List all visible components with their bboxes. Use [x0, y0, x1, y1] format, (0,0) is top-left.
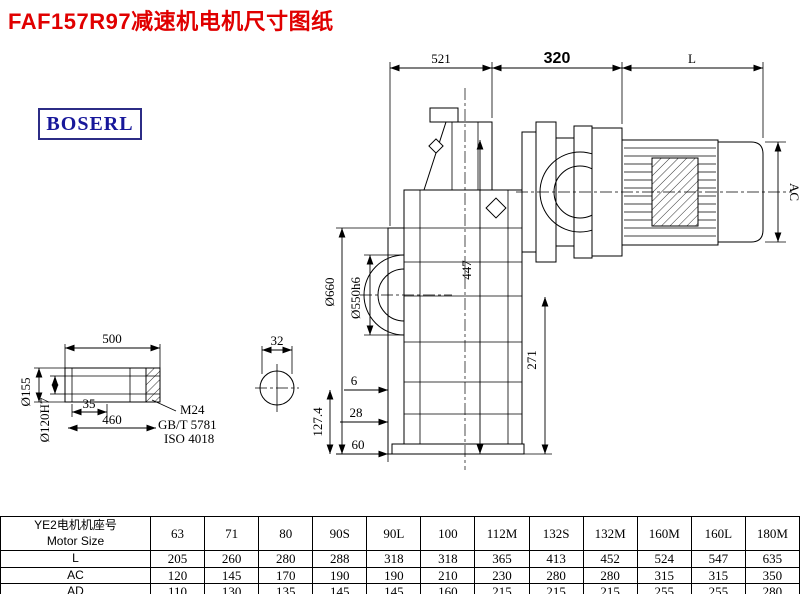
- row-label: AC: [0, 566, 151, 585]
- gearbox-unit: [360, 88, 552, 470]
- dimension-value: 635: [744, 550, 800, 568]
- offset-dims: 6 28 60 127.4: [310, 373, 389, 462]
- inspection-plug-marker: [485, 197, 507, 219]
- dimension-value: 315: [690, 566, 746, 585]
- eyebolt-lug-marker: [428, 138, 444, 154]
- dim-35-label: 35: [83, 396, 96, 411]
- dia-120-label: Ø120H7: [37, 397, 52, 442]
- dimension-value: 145: [366, 583, 422, 594]
- dimension-value: 288: [312, 550, 368, 568]
- dimension-value: 145: [312, 583, 368, 594]
- dimension-value: 318: [366, 550, 422, 568]
- frame-size-header: 180M: [744, 516, 800, 551]
- dim-60-label: 60: [352, 437, 365, 452]
- dimension-value: 135: [258, 583, 314, 594]
- dimension-value: 280: [582, 566, 638, 585]
- dim-447-label: 447: [459, 260, 474, 280]
- dim-L-label: L: [688, 51, 696, 66]
- note-gbt-label: GB/T 5781: [158, 417, 217, 432]
- dimension-value: 280: [258, 550, 314, 568]
- dimension-value: 280: [744, 583, 800, 594]
- dim-460-label: 460: [102, 412, 122, 427]
- frame-size-header: 132M: [582, 516, 638, 551]
- dimension-value: 230: [474, 566, 530, 585]
- frame-size-header: 112M: [474, 516, 530, 551]
- dimension-value: 524: [636, 550, 692, 568]
- dim-127-4-label: 127.4: [310, 407, 325, 437]
- frame-size-header: 90S: [312, 516, 368, 551]
- top-dimension-group: 521 320 L: [389, 50, 764, 226]
- frame-size-header: 160L: [690, 516, 746, 551]
- row-label: L: [0, 550, 151, 568]
- fan-cover: [717, 141, 764, 243]
- dimension-value: 255: [690, 583, 746, 594]
- frame-size-header: 80: [258, 516, 314, 551]
- dimension-value: 205: [149, 550, 206, 568]
- dimension-value: 190: [312, 566, 368, 585]
- dim-500-label: 500: [102, 331, 122, 346]
- frame-size-header: 100: [420, 516, 476, 551]
- height-dims: 447 271: [459, 140, 549, 454]
- dim-AC-label: AC: [787, 183, 800, 201]
- dimension-value: 215: [474, 583, 530, 594]
- frame-size-header: 160M: [636, 516, 692, 551]
- dimension-value: 280: [528, 566, 584, 585]
- dimension-value: 452: [582, 550, 638, 568]
- frame-size-header: 132S: [528, 516, 584, 551]
- dimension-value: 130: [204, 583, 260, 594]
- frame-size-header: 90L: [366, 516, 422, 551]
- dim-32-label: 32: [271, 333, 284, 348]
- dimension-value: 315: [636, 566, 692, 585]
- dimension-value: 190: [366, 566, 422, 585]
- hollow-shaft-detail: 500 35 460 M24 GB/T 5781 ISO 4018 Ø155 Ø…: [18, 331, 217, 446]
- dimension-value: 120: [149, 566, 206, 585]
- dim-521-label: 521: [431, 51, 451, 66]
- dimension-value: 255: [636, 583, 692, 594]
- dim-28-label: 28: [350, 405, 363, 420]
- dimension-value: 215: [528, 583, 584, 594]
- dimension-value: 413: [528, 550, 584, 568]
- dimension-value: 547: [690, 550, 746, 568]
- dia-155-label: Ø155: [18, 378, 33, 407]
- motor-unit: [516, 121, 792, 263]
- dim-320-label: 320: [544, 50, 571, 67]
- row-label: AD: [0, 583, 151, 594]
- shaft-end-view: 32: [255, 333, 299, 412]
- note-m24-label: M24: [180, 402, 205, 417]
- dimension-value: 110: [149, 583, 206, 594]
- dimension-value: 350: [744, 566, 800, 585]
- dimension-value: 145: [204, 566, 260, 585]
- dimension-value: 260: [204, 550, 260, 568]
- dia-550-label: Ø550h6: [348, 277, 363, 319]
- dimension-value: 318: [420, 550, 476, 568]
- flange-diameter-dims: Ø660 Ø550h6: [322, 227, 404, 455]
- dim-6-label: 6: [351, 373, 358, 388]
- dimension-drawing: 521 320 L AC: [18, 50, 800, 470]
- note-iso-label: ISO 4018: [164, 431, 214, 446]
- dimension-value: 170: [258, 566, 314, 585]
- dimension-value: 365: [474, 550, 530, 568]
- frame-size-header: 63: [149, 516, 206, 551]
- header-line-en: Motor Size: [46, 533, 105, 548]
- frame-size-header: 71: [204, 516, 260, 551]
- dia-660-label: Ø660: [322, 278, 337, 307]
- dim-271-label: 271: [524, 350, 539, 370]
- header-line-cn: YE2电机机座号: [34, 517, 117, 532]
- shaft-body: [64, 367, 161, 403]
- dimension-value: 215: [582, 583, 638, 594]
- dimension-AC-group: AC: [765, 141, 800, 243]
- brand-logo: BOSERL: [38, 108, 142, 140]
- dimension-value: 210: [420, 566, 476, 585]
- page-title: FAF157R97减速机电机尺寸图纸: [8, 9, 334, 34]
- dimension-value: 160: [420, 583, 476, 594]
